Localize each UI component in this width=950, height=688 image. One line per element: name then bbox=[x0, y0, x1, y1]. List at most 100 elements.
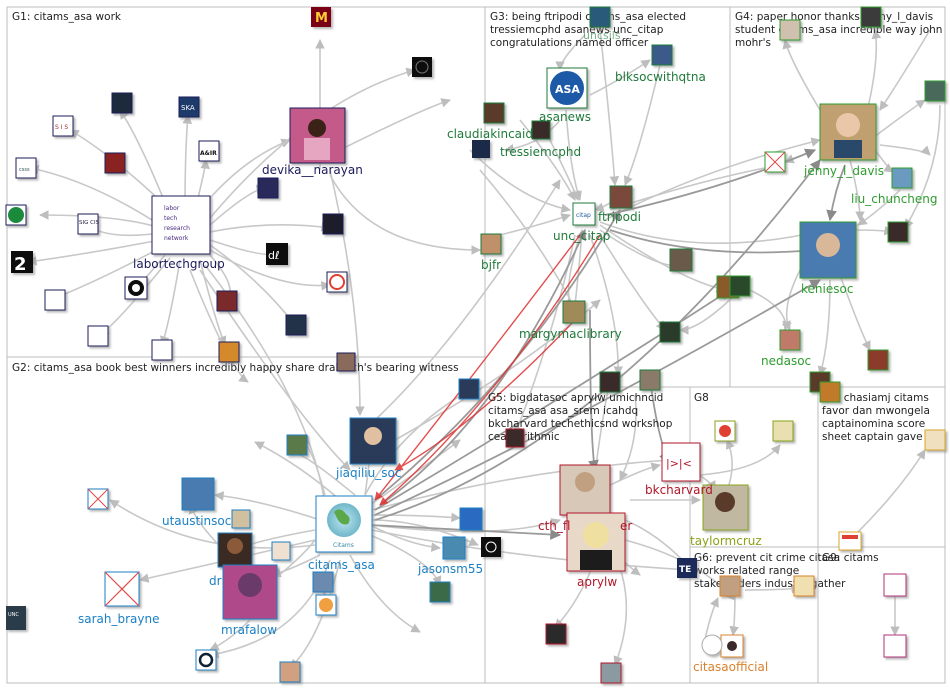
node-unc[interactable]: UNC bbox=[6, 606, 26, 630]
node-asanews[interactable]: ASA bbox=[546, 67, 588, 109]
group-title-g7: G7: chasiamj citams favor dan mwongela c… bbox=[822, 392, 933, 443]
label-cth-fl: cth_fl bbox=[538, 519, 570, 533]
node-labortechgroup[interactable]: labor tech research network bbox=[151, 195, 211, 255]
node-two[interactable]: 2 bbox=[11, 251, 33, 275]
node-g7-avatar-a[interactable] bbox=[924, 429, 946, 451]
node-target[interactable] bbox=[124, 276, 148, 300]
node-sarah-brayne[interactable] bbox=[104, 571, 140, 607]
node-g1-avatar-h[interactable] bbox=[285, 314, 307, 336]
node-margymaclibrary[interactable] bbox=[562, 300, 586, 324]
node-bjfr[interactable] bbox=[480, 233, 502, 255]
node-g1-avatar-b[interactable] bbox=[104, 152, 126, 174]
node-g2-avatar-h[interactable] bbox=[442, 536, 466, 560]
node-g3-dark[interactable] bbox=[472, 140, 490, 158]
node-citams-asa[interactable]: Citams bbox=[315, 495, 373, 553]
node-liu-chuncheng[interactable] bbox=[891, 167, 913, 189]
node-claudiakincaid[interactable] bbox=[483, 102, 505, 124]
node-ska[interactable]: SKA bbox=[178, 96, 200, 118]
node-g1-avatar-l[interactable] bbox=[336, 352, 356, 372]
label-jasonsm55: jasonsm55 bbox=[417, 562, 483, 576]
node-g8-avatar-b[interactable] bbox=[772, 420, 794, 442]
node-g1-green[interactable] bbox=[5, 204, 27, 226]
node-minnesota-logo[interactable]: M bbox=[311, 7, 331, 27]
node-g4-avatar-i[interactable] bbox=[819, 381, 841, 403]
node-g4-avatar-c[interactable] bbox=[860, 6, 882, 28]
node-unc-citap[interactable]: citap bbox=[572, 202, 596, 226]
node-uncsils[interactable] bbox=[589, 6, 611, 28]
labortech-logo-line-3: research bbox=[164, 225, 190, 232]
node-keniesoc[interactable] bbox=[799, 221, 857, 279]
labortech-logo-line-1: labor bbox=[164, 205, 180, 212]
node-blksocwithqtna[interactable] bbox=[651, 44, 673, 66]
node-g2-avatar-e[interactable] bbox=[315, 594, 337, 616]
node-g2-avatar-g[interactable] bbox=[459, 507, 483, 531]
node-g5-avatar-b[interactable] bbox=[545, 623, 567, 645]
node-g2-avatar-i[interactable] bbox=[429, 581, 451, 603]
node-g2-avatar-d[interactable] bbox=[312, 571, 334, 593]
node-g9-avatar-b[interactable] bbox=[883, 634, 907, 658]
svg-text:csss: csss bbox=[19, 167, 30, 173]
node-ite[interactable]: TE bbox=[677, 558, 697, 578]
node-dark-circle[interactable] bbox=[412, 57, 432, 77]
node-nedasoc[interactable] bbox=[779, 329, 801, 351]
node-tressiemcphd[interactable] bbox=[531, 120, 551, 140]
node-sigcis[interactable]: SIG CIS bbox=[77, 213, 100, 235]
label-ftripodi: ftripodi bbox=[598, 210, 641, 224]
node-g1-avatar-k[interactable] bbox=[218, 341, 240, 363]
node-g1-avatar-c[interactable]: csss bbox=[15, 157, 37, 179]
node-g2-avatar-c[interactable] bbox=[271, 541, 291, 561]
node-g3-avatar-a[interactable] bbox=[669, 248, 693, 272]
node-sils[interactable]: S I S bbox=[52, 115, 74, 137]
red-edges bbox=[374, 234, 601, 506]
node-g1-avatar-d[interactable] bbox=[257, 177, 279, 199]
node-g4-avatar-g[interactable] bbox=[729, 275, 751, 297]
node-g3-avatar-d[interactable] bbox=[599, 371, 621, 393]
node-g9-avatar-a[interactable] bbox=[883, 573, 907, 597]
node-taylormcruz[interactable] bbox=[702, 484, 749, 531]
node-g4-avatar-e[interactable] bbox=[867, 349, 889, 371]
node-g8-avatar-a[interactable] bbox=[714, 420, 736, 442]
node-g6-avatar-a[interactable] bbox=[719, 575, 741, 597]
node-g4-avatar-d[interactable] bbox=[779, 19, 801, 41]
node-g4-x[interactable] bbox=[764, 151, 786, 173]
node-g1-avatar-j[interactable] bbox=[151, 339, 173, 361]
node-bkcharvard[interactable]: |>|< bbox=[661, 442, 701, 482]
node-g6-avatar-c[interactable] bbox=[701, 634, 723, 656]
node-aprylw[interactable] bbox=[566, 512, 626, 572]
node-dl[interactable]: dℓ bbox=[266, 243, 288, 265]
node-dr[interactable] bbox=[217, 532, 253, 568]
node-g1-avatar-i[interactable] bbox=[87, 325, 109, 347]
node-g7-avatar-b[interactable] bbox=[838, 531, 862, 551]
node-g1-avatar-e[interactable] bbox=[322, 213, 344, 235]
node-ftripodi[interactable] bbox=[609, 185, 633, 209]
node-g1-avatar-a[interactable] bbox=[111, 92, 133, 114]
node-devika-narayan[interactable] bbox=[289, 107, 346, 164]
node-g5-avatar-c[interactable] bbox=[600, 662, 622, 684]
node-jiaqiliu-soc[interactable] bbox=[349, 417, 397, 465]
node-citasaofficial[interactable] bbox=[720, 634, 744, 658]
node-g1-avatar-g[interactable] bbox=[216, 290, 238, 312]
node-g3-avatar-b[interactable] bbox=[659, 321, 681, 343]
label-aprylw: aprylw bbox=[577, 575, 617, 589]
node-g2-avatar-k[interactable] bbox=[279, 661, 301, 683]
group-title-g1: G1: citams_asa work bbox=[12, 11, 122, 23]
node-g5-avatar-a[interactable] bbox=[505, 428, 525, 448]
node-g2-avatar-f[interactable] bbox=[458, 378, 480, 400]
node-cth-fl[interactable] bbox=[559, 464, 611, 516]
node-g4-avatar-b[interactable] bbox=[924, 80, 946, 102]
node-g4-avatar-a[interactable] bbox=[887, 221, 909, 243]
node-g3-avatar-c[interactable] bbox=[639, 369, 661, 391]
node-g2-dark-circle[interactable] bbox=[481, 537, 501, 557]
label-citasaofficial: citasaofficial bbox=[693, 660, 768, 674]
node-utaustinsoc[interactable] bbox=[181, 477, 215, 511]
node-g2-avatar-b[interactable] bbox=[231, 509, 251, 529]
node-spiral[interactable] bbox=[326, 271, 348, 293]
node-air[interactable]: A&IR bbox=[198, 140, 220, 162]
node-mrafalow[interactable] bbox=[222, 564, 278, 620]
node-jenny-l-davis[interactable] bbox=[819, 103, 877, 161]
node-g6-avatar-b[interactable] bbox=[793, 575, 815, 597]
node-g2-avatar-a[interactable] bbox=[286, 434, 308, 456]
node-g2-avatar-j[interactable] bbox=[195, 649, 217, 671]
node-g1-avatar-f[interactable] bbox=[44, 289, 66, 311]
node-g2-x[interactable] bbox=[87, 488, 109, 510]
